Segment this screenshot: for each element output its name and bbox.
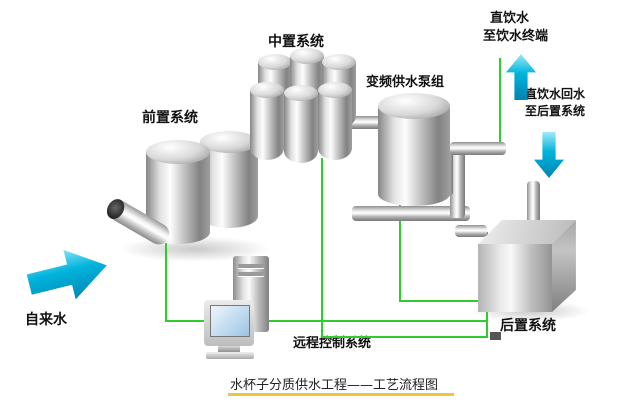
pump-group-tank [378, 93, 450, 206]
tap-water-arrow-icon [22, 237, 114, 313]
post-system-unit [474, 208, 578, 340]
label-remote-control: 远程控制系统 [293, 336, 372, 351]
green-pipe-bottom-run [165, 320, 487, 322]
caption-underline [228, 393, 454, 396]
control-keyboard [206, 352, 254, 359]
pipe-to-post-inlet [455, 225, 487, 237]
label-to-terminal: 至饮水终端 [483, 29, 549, 44]
green-pipe-control-run [321, 336, 487, 338]
cube-front-face [478, 244, 552, 340]
return-water-down-arrow-icon [534, 132, 564, 178]
green-pipe-pump-run [399, 300, 487, 302]
monitor-screen [210, 305, 250, 337]
label-post-system: 后置系统 [500, 318, 556, 334]
drive-bay [238, 264, 264, 268]
label-tap-water: 自来水 [25, 312, 67, 328]
control-monitor [204, 300, 254, 352]
label-direct-water: 直饮水 [490, 11, 530, 26]
cube-right-face [552, 219, 576, 312]
label-to-post-system: 至后置系统 [525, 104, 586, 118]
drive-bay [238, 272, 264, 276]
green-pipe-front-down [165, 238, 167, 322]
green-pipe-pump-down [399, 205, 401, 302]
middle-tank-front-3 [318, 82, 352, 160]
label-middle-system: 中置系统 [268, 34, 324, 50]
pipe-post-top [527, 181, 540, 229]
pipe-elbow-top [450, 142, 506, 155]
pipe-elbow-up [450, 142, 465, 218]
green-pipe-middle-down [321, 158, 323, 338]
middle-tank-front-2 [284, 85, 318, 163]
diagram-caption: 水杯子分质供水工程——工艺流程图 [230, 378, 439, 393]
label-pump-group: 变频供水泵组 [366, 75, 445, 90]
label-return-water: 直饮水回水 [525, 87, 586, 101]
cube-port [490, 332, 501, 340]
label-front-system: 前置系统 [142, 110, 198, 126]
tube-opening [103, 195, 128, 223]
pipe-main-run [352, 206, 470, 221]
monitor-stand [218, 346, 240, 352]
green-pipe-direct-riser [499, 58, 501, 154]
middle-tank-front-1 [250, 82, 284, 160]
